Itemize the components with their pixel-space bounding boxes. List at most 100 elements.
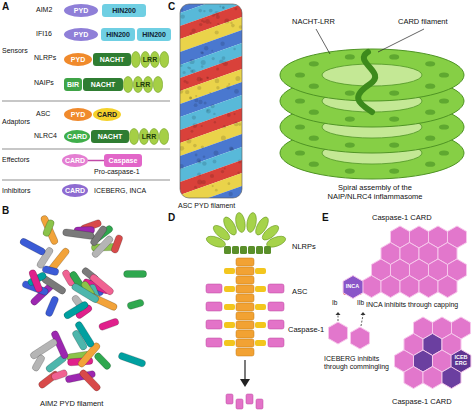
subunit-band (180, 186, 242, 198)
helix-cylinder (118, 352, 147, 368)
text-label: NLRC4 (34, 132, 57, 140)
domain-label: NACHT (100, 56, 125, 63)
text-label: Caspase-1 (288, 326, 324, 335)
panel-letter: E (322, 212, 329, 224)
domain-box: PYD (64, 108, 92, 121)
arrow-head (336, 312, 341, 315)
helix-cylinder (19, 237, 46, 256)
surface-texture (199, 23, 202, 26)
surface-texture (239, 25, 242, 29)
text-label: Adaptors (2, 118, 30, 126)
asc-pyd (236, 312, 254, 320)
text-label: Pro-caspase-1 (94, 168, 140, 176)
domain-box: CARD (93, 108, 121, 121)
surface-texture (206, 109, 211, 114)
surface-texture (203, 156, 206, 159)
lrr-repeat (129, 129, 138, 145)
card-filament (358, 52, 375, 112)
surface-texture (222, 6, 225, 9)
hexagon-shape (451, 350, 471, 373)
ring-groove (389, 91, 399, 96)
text-label: Caspase-1 CARD (392, 398, 452, 407)
surface-texture (235, 76, 240, 81)
asc-card (224, 268, 235, 274)
domain-box: LRR (123, 76, 163, 93)
surface-texture (193, 144, 197, 148)
surface-texture (197, 86, 201, 90)
panel-letter: B (2, 205, 9, 217)
leader-lines (316, 29, 424, 54)
ring-groove (389, 143, 399, 148)
surface-texture (189, 96, 192, 99)
aim2-filament-cartoon (19, 214, 147, 392)
asc-card (224, 322, 235, 328)
surface-texture (206, 76, 208, 78)
domain-box: PYD (64, 28, 98, 41)
helix-cylinder (45, 295, 60, 317)
surface-texture (189, 59, 194, 64)
arrow-shaft (244, 360, 245, 380)
domain-box: LRR (129, 128, 169, 145)
surface-texture (180, 146, 184, 151)
domain-label: INCA (344, 284, 361, 290)
surface-texture (189, 67, 191, 69)
ring-groove (345, 54, 355, 59)
leader-line (316, 29, 330, 54)
subunit-band (180, 173, 242, 198)
domain-box: BIR (64, 78, 82, 91)
caspase-fragment (226, 394, 233, 404)
helix-cylinder (110, 234, 123, 254)
domain-box: CARD (62, 184, 88, 197)
surface-texture (201, 145, 204, 148)
helix-cylinder (40, 214, 59, 245)
ring-groove (389, 169, 399, 174)
ring-groove (295, 124, 305, 129)
surface-texture (230, 22, 232, 24)
helix-cylinder (28, 269, 43, 293)
linker-line (88, 160, 104, 162)
surface-texture (189, 97, 192, 100)
text-label: IIb (357, 299, 364, 306)
ring-groove (309, 110, 319, 115)
lrr-repeat (159, 129, 168, 145)
domain-label: PYD (71, 56, 85, 63)
group-separators (2, 101, 170, 180)
inflammasome-cartoon (205, 212, 287, 409)
surface-texture (216, 86, 219, 89)
asc-pyd (236, 339, 254, 347)
surface-texture (210, 174, 214, 178)
lrr-repeat (153, 77, 162, 93)
surface-texture (195, 95, 197, 97)
domain-label: CARD (65, 187, 85, 194)
domain-label: NACHT (98, 133, 123, 140)
ring-groove (345, 169, 355, 174)
helix-cylinder (124, 270, 147, 277)
nacht-domain (232, 246, 239, 254)
ring-groove (309, 136, 319, 141)
domain-label: CARD (97, 111, 117, 118)
nacht-domain (256, 246, 263, 254)
asc-pyd (236, 258, 254, 266)
separator-line (2, 180, 170, 181)
asc-pyd (236, 276, 254, 284)
text-label: AIM2 (36, 6, 52, 14)
asc-pyd (236, 294, 254, 302)
domain-label: LRR (136, 81, 150, 88)
surface-texture (197, 172, 201, 176)
text-label: Ib (332, 299, 337, 306)
card-hexagon (423, 367, 442, 389)
domain-label: PYD (74, 7, 88, 14)
surface-texture (180, 164, 184, 169)
domain-label: NACHT (91, 81, 116, 88)
surface-texture (215, 189, 218, 192)
surface-texture (190, 32, 193, 35)
surface-texture (195, 154, 198, 157)
surface-texture (215, 79, 220, 84)
ring-groove (439, 124, 449, 129)
domain-label: Caspase (109, 157, 138, 164)
asc-filament-surface (180, 4, 242, 198)
surface-texture (219, 6, 221, 8)
domain-label: CARD (65, 157, 85, 164)
lrr-domain (234, 212, 246, 233)
surface-texture (229, 192, 233, 196)
